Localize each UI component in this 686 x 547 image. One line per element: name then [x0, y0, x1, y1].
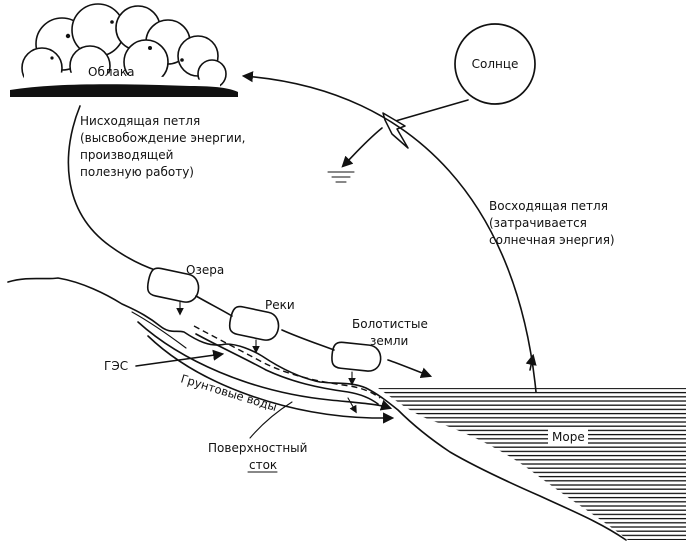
svg-text:(высвобождение энергии,: (высвобождение энергии, — [80, 131, 245, 145]
groundwater-arrow-upper — [137, 321, 393, 411]
ascending-loop-up-arrow — [525, 353, 537, 371]
svg-text:Нисходящая петля: Нисходящая петля — [80, 114, 200, 128]
descending-loop-caption: Нисходящая петля (высвобождение энергии,… — [80, 114, 245, 179]
swamps-label-line2: земли — [370, 334, 408, 348]
svg-text:солнечная энергия): солнечная энергия) — [489, 233, 615, 247]
rivers-label: Реки — [265, 298, 295, 312]
lakes-label: Озера — [186, 263, 224, 277]
cloud-base-shadow — [10, 84, 238, 97]
cloud-icon — [10, 3, 238, 97]
svg-text:производящей: производящей — [80, 148, 173, 162]
sun-icon — [454, 23, 536, 105]
lakes-reservoir — [146, 267, 200, 303]
solar-radiation-arrow — [327, 99, 469, 183]
ascending-loop-caption: Восходящая петля (затрачивается солнечна… — [489, 199, 615, 247]
surface-runoff-pointer — [249, 401, 293, 439]
surface-runoff-label-line2: сток — [249, 458, 277, 472]
sea-label: Море — [552, 430, 585, 444]
hydro-dashed-flow — [193, 325, 381, 399]
rivers-reservoir — [228, 305, 280, 341]
groundwater-arrow-lower — [147, 335, 395, 424]
swamps-reservoir — [331, 341, 382, 372]
clouds-label: Облака — [88, 65, 134, 79]
svg-text:полезную работу): полезную работу) — [80, 165, 194, 179]
sea-area — [378, 388, 686, 540]
ground-icon — [327, 171, 355, 183]
hydro-solid-flow — [195, 333, 379, 405]
sun-label: Солнце — [472, 57, 519, 71]
swamps-label-line1: Болотистые — [352, 317, 428, 331]
groundwater-label: Грунтовые воды — [179, 371, 279, 414]
surface-flow-arrow — [195, 295, 430, 376]
land-contour-line — [131, 311, 187, 349]
svg-text:Восходящая петля: Восходящая петля — [489, 199, 608, 213]
svg-text:(затрачивается: (затрачивается — [489, 216, 587, 230]
surface-runoff-label-line1: Поверхностный — [208, 441, 307, 455]
seepage-arrows — [176, 301, 356, 386]
hydro-plant-arrow — [135, 349, 225, 367]
ascending-loop-arrow — [241, 71, 537, 393]
land-surface-line — [7, 277, 627, 541]
hydro-plant-label: ГЭС — [104, 359, 128, 373]
runoff-small-arrow — [347, 397, 357, 414]
descending-loop-line — [67, 105, 175, 277]
